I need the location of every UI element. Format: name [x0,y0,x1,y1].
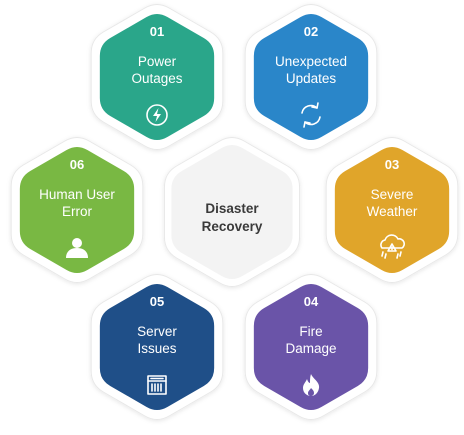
center-hexagon-fill [171,145,293,279]
user-icon [66,238,88,258]
refresh-icon [301,102,321,128]
hexagon-fill [99,284,215,410]
item-number: 02 [304,24,318,39]
item-label-line2: Updates [286,71,337,86]
lightning-bolt-icon [146,104,168,126]
item-label-line1: Human User [39,187,115,202]
item-label-line2: Issues [137,341,176,356]
item-number: 03 [385,157,399,172]
hexagon-fill [99,14,215,140]
item-label-line1: Fire [299,324,322,339]
item-label-line1: Server [137,324,177,339]
hexagon-unexpected-updates: 02 Unexpected Updates [244,4,378,150]
hexagon-human-user-error: 06 Human User Error [10,137,144,283]
server-icon [147,375,167,395]
item-label-line2: Error [62,204,93,219]
hexagon-severe-weather: 03 Severe Weather [325,137,459,283]
center-title-line2: Recovery [202,219,263,234]
center-title-line1: Disaster [205,201,259,216]
item-label-line1: Severe [371,187,414,202]
item-number: 05 [150,294,164,309]
item-label-line2: Damage [285,341,336,356]
center-hexagon: Disaster Recovery [163,137,301,287]
hexagon-server-issues: 05 Server Issues [90,274,224,420]
item-label-line1: Unexpected [275,54,347,69]
item-label-line1: Power [138,54,177,69]
hexagon-fire-damage: 04 Fire Damage [244,274,378,420]
item-number: 06 [70,157,84,172]
item-label-line2: Outages [131,71,182,86]
flame-icon [303,374,320,396]
hexagon-power-outages: 01 Power Outages [90,4,224,150]
hexagon-fill [19,147,135,273]
storm-cloud-icon [380,234,405,259]
hexagon-fill [334,147,450,273]
item-label-line2: Weather [367,204,418,219]
item-number: 01 [150,24,164,39]
item-number: 04 [304,294,319,309]
hexagon-fill [253,14,369,140]
hexagon-fill [253,284,369,410]
